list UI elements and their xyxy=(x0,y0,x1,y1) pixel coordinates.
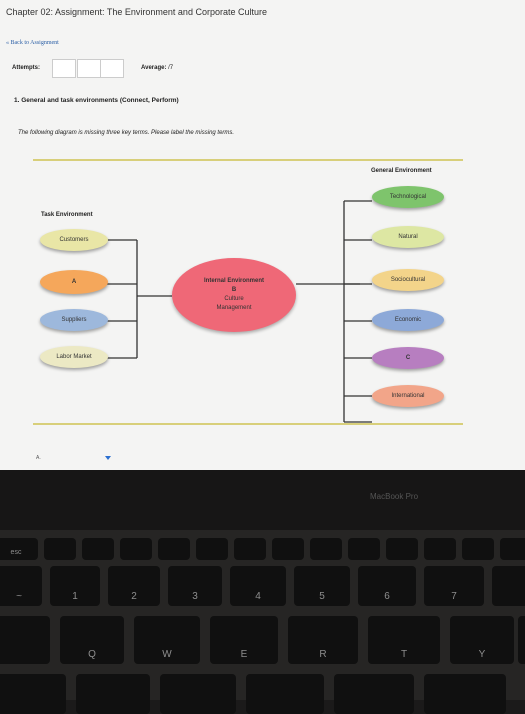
key-7: 7 xyxy=(424,566,484,606)
keyboard: esc ~ 1 2 3 4 5 6 7 Q W E R T Y U xyxy=(0,530,525,714)
brand-label: MacBook Pro xyxy=(370,492,419,501)
attempts-label: Attempts: xyxy=(12,65,40,71)
key-f xyxy=(424,538,456,560)
key-label: 1 xyxy=(72,591,78,602)
key-s xyxy=(160,674,236,714)
key-caps xyxy=(0,674,66,714)
laptop-bezel: MacBook Pro xyxy=(0,470,525,530)
internal-b: B xyxy=(231,287,237,293)
general-item-label: C xyxy=(405,355,411,361)
task-item-label: A xyxy=(71,279,77,285)
key-4: 4 xyxy=(230,566,286,606)
key-label: 5 xyxy=(319,591,325,602)
key-label: T xyxy=(400,649,408,660)
task-item-label: Labor Market xyxy=(56,354,92,360)
task-item-labor-market: Labor Market xyxy=(40,346,108,368)
key-label: ~ xyxy=(16,591,22,602)
key-label: R xyxy=(319,649,327,660)
task-item-label: Customers xyxy=(59,237,89,243)
key-label: 7 xyxy=(451,591,457,602)
general-item-label: International xyxy=(391,393,425,399)
task-item-customers: Customers xyxy=(40,229,108,251)
key-f xyxy=(120,538,152,560)
key-y: Y xyxy=(450,616,514,664)
general-item-sociocultural: Sociocultural xyxy=(372,269,444,291)
key-label: 3 xyxy=(192,591,198,602)
attempt-box-3 xyxy=(100,59,124,78)
connector-lines xyxy=(105,200,372,423)
key-r: R xyxy=(288,616,358,664)
general-environment-title: General Environment xyxy=(371,168,432,174)
general-item-natural: Natural xyxy=(372,226,444,248)
key-label: esc xyxy=(10,549,22,556)
key-f xyxy=(334,674,414,714)
average-display: Average: /7 xyxy=(141,65,173,71)
general-item-label: Technological xyxy=(389,194,427,200)
internal-culture: Culture xyxy=(224,296,244,302)
internal-title: Internal Environment xyxy=(203,278,264,284)
key-tab xyxy=(0,616,50,664)
task-environment-title: Task Environment xyxy=(41,212,93,218)
key-6: 6 xyxy=(358,566,416,606)
general-item-label: Sociocultural xyxy=(390,277,426,283)
key-g xyxy=(424,674,506,714)
key-f xyxy=(234,538,266,560)
key-q: Q xyxy=(60,616,124,664)
instructions-text: The following diagram is missing three k… xyxy=(18,130,235,136)
internal-environment: Internal Environment B Culture Managemen… xyxy=(172,258,296,332)
average-label: Average: xyxy=(141,65,167,71)
key-8 xyxy=(492,566,525,606)
key-f xyxy=(82,538,114,560)
bottom-divider xyxy=(33,423,463,425)
key-label: Q xyxy=(88,649,96,660)
key-f xyxy=(196,538,228,560)
key-label: W xyxy=(162,649,172,660)
key-f xyxy=(158,538,190,560)
back-to-assignment-link[interactable]: « Back to Assignment xyxy=(6,40,59,46)
key-f xyxy=(500,538,525,560)
general-item-label: Economic xyxy=(394,317,422,323)
question-heading: 1. General and task environments (Connec… xyxy=(14,97,179,104)
key-tilde: ~ xyxy=(0,566,42,606)
internal-management: Management xyxy=(216,305,252,311)
key-f xyxy=(44,538,76,560)
attempt-box-1 xyxy=(52,59,76,78)
key-label: 4 xyxy=(255,591,261,602)
key-f xyxy=(348,538,380,560)
key-a xyxy=(76,674,150,714)
answer-marker: A. xyxy=(36,455,41,461)
key-label: E xyxy=(240,649,248,660)
task-item-a: A xyxy=(40,270,108,294)
general-item-technological: Technological xyxy=(372,186,444,208)
key-esc: esc xyxy=(0,538,38,560)
key-f xyxy=(462,538,494,560)
screen: Chapter 02: Assignment: The Environment … xyxy=(0,0,525,470)
key-f xyxy=(310,538,342,560)
key-2: 2 xyxy=(108,566,160,606)
average-value: /7 xyxy=(168,65,174,71)
key-t: T xyxy=(368,616,440,664)
key-f xyxy=(386,538,418,560)
key-1: 1 xyxy=(50,566,100,606)
key-u: U xyxy=(518,616,525,664)
key-5: 5 xyxy=(294,566,350,606)
key-3: 3 xyxy=(168,566,222,606)
general-item-label: Natural xyxy=(398,234,418,240)
key-w: W xyxy=(134,616,200,664)
top-divider xyxy=(33,159,463,161)
key-f xyxy=(272,538,304,560)
page-title: Chapter 02: Assignment: The Environment … xyxy=(6,7,267,17)
dropdown-arrow-icon[interactable] xyxy=(105,456,111,460)
key-label: 2 xyxy=(131,591,137,602)
key-label: 6 xyxy=(384,591,390,602)
key-label: Y xyxy=(478,649,486,660)
general-item-international: International xyxy=(372,385,444,407)
general-item-economic: Economic xyxy=(372,309,444,331)
task-item-label: Suppliers xyxy=(61,317,87,323)
key-e: E xyxy=(210,616,278,664)
key-d xyxy=(246,674,324,714)
task-item-suppliers: Suppliers xyxy=(40,309,108,331)
general-item-c: C xyxy=(372,347,444,369)
